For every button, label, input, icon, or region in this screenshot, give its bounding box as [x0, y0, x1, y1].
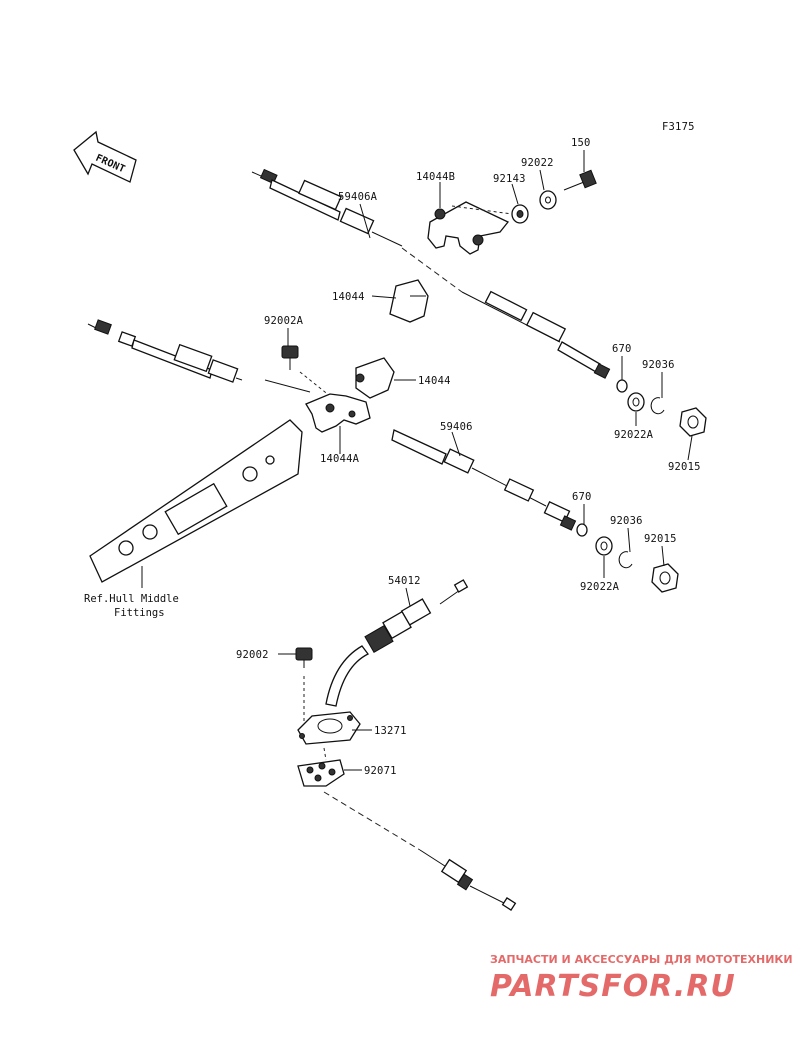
front-arrow-icon: FRONT [73, 130, 137, 183]
cable-59406A [251, 168, 611, 379]
oring-670-bot [576, 523, 588, 537]
hull-fitting-plate [89, 419, 303, 583]
washer-92022A-top [627, 392, 645, 412]
label-92036-top: 92036 [642, 359, 675, 371]
grommet-92071 [297, 759, 345, 787]
clip-92036-top [650, 397, 665, 415]
leader-lines [141, 150, 693, 771]
label-59406A: 59406A [338, 191, 378, 203]
watermark-brand: PARTSFOR.RU [490, 969, 736, 1004]
label-14044-mid: 14044 [418, 375, 451, 387]
label-14044B: 14044B [416, 171, 455, 183]
watermark-tagline: ЗАПЧАСТИ И АКСЕССУАРЫ ДЛЯ МОТОТЕХНИКИ [490, 953, 793, 966]
label-59406: 59406 [440, 421, 473, 433]
plate-13271 [297, 711, 361, 745]
label-54012: 54012 [388, 575, 421, 587]
throttle-cable-end [419, 849, 517, 911]
clamp-14044-mid [355, 357, 395, 399]
label-14044-top: 14044 [332, 291, 365, 303]
diagram-code: F3175 [662, 121, 695, 133]
label-92002: 92002 [236, 649, 269, 661]
label-92015-bot: 92015 [644, 533, 677, 545]
label-92002A: 92002A [264, 315, 304, 327]
clip-92036-bot [618, 551, 633, 569]
bolt-92002A [281, 345, 299, 370]
label-670-top: 670 [612, 343, 632, 355]
label-14044A: 14044A [320, 453, 360, 465]
label-92036-bot: 92036 [610, 515, 643, 527]
label-92022: 92022 [521, 157, 554, 169]
washer-92022A-bot [595, 536, 613, 556]
nut-92015-top [679, 407, 707, 437]
label-670-bot: 670 [572, 491, 592, 503]
label-150: 150 [571, 137, 591, 149]
nut-92015-bot [651, 563, 679, 593]
label-92022A-top: 92022A [614, 429, 654, 441]
label-92143: 92143 [493, 173, 526, 185]
bracket-14044B [427, 201, 510, 255]
cable-left [87, 319, 243, 383]
label-92022A-bot: 92022A [580, 581, 620, 593]
clamp-14044-top [389, 279, 429, 323]
spacer-92143 [511, 204, 529, 224]
reference-note-line1: Ref.Hull Middle [84, 593, 179, 605]
oring-670-top [616, 379, 628, 393]
label-92071: 92071 [364, 765, 397, 777]
watermark: ЗАПЧАСТИ И АКСЕССУАРЫ ДЛЯ МОТОТЕХНИКИ PA… [490, 953, 793, 1004]
throttle-cable-54012 [325, 579, 469, 707]
washer-92022 [539, 190, 557, 210]
bolt-150 [563, 169, 597, 191]
label-13271: 13271 [374, 725, 407, 737]
reference-note-line2: Fittings [114, 607, 165, 619]
label-92015-top: 92015 [668, 461, 701, 473]
bolt-92002 [295, 647, 313, 668]
bracket-14044A [305, 393, 371, 433]
cable-59406 [391, 429, 577, 531]
